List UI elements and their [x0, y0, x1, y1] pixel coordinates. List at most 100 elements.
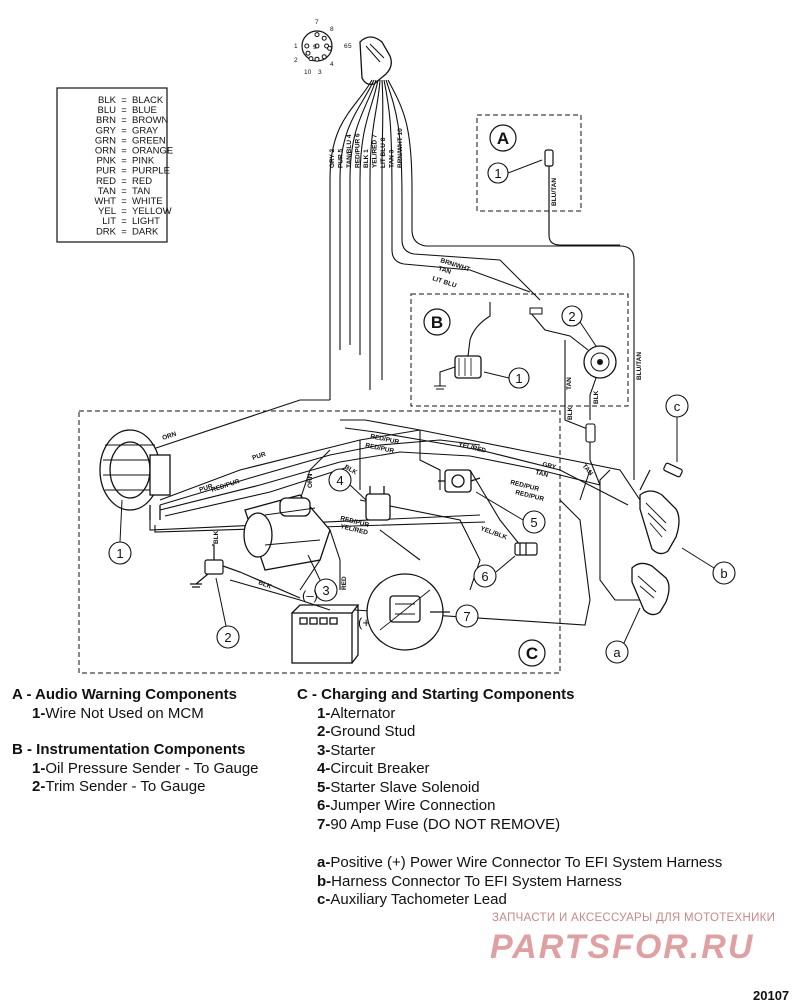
- legend-color: BROWN: [132, 115, 169, 126]
- section-c-item-text: Jumper Wire Connection: [330, 797, 496, 814]
- wiring-diagram: BLK=BLACKBLU=BLUEBRN=BROWNGRY=GRAYGRN=GR…: [56, 19, 736, 674]
- legend-code: LIT: [102, 216, 116, 227]
- section-b-item-number: 1-: [32, 759, 46, 777]
- connector-pin: [314, 43, 320, 49]
- section-b-item: 2-Trim Sender - To Gauge: [12, 778, 292, 797]
- connector-pin: [314, 56, 320, 62]
- section-a-title: A - Audio Warning Components: [12, 686, 237, 703]
- legend-color: YELLOW: [132, 206, 172, 217]
- section-c-item-text: Starter: [330, 741, 376, 759]
- legend-separator: =: [121, 186, 127, 197]
- connector-note-letter: a-: [317, 854, 331, 871]
- connector-note-text: Positive (+) Power Wire Connector To EFI…: [330, 854, 723, 871]
- watermark-logo: PARTSFOR.RU: [488, 926, 788, 971]
- legend-code: WHT: [94, 196, 116, 207]
- wire-label-yel-blk: YEL/BLK: [479, 525, 508, 541]
- efi-power-connector: [631, 562, 670, 616]
- section-c-wiring: [149, 399, 641, 626]
- connector-note-text: Auxiliary Tachometer Lead: [330, 891, 507, 908]
- battery: [291, 604, 360, 664]
- legend-code: PNK: [96, 156, 116, 167]
- battery-negative: (–): [302, 588, 318, 603]
- legend-color: PINK: [132, 156, 155, 167]
- wire-label-blk: BLK: [567, 406, 574, 420]
- tan-connector: [564, 340, 601, 486]
- wire-label-orn: ORN: [161, 431, 177, 442]
- connector-pin-number: 6: [344, 43, 348, 50]
- svg-text:PARTSFOR.RU: PARTSFOR.RU: [490, 928, 754, 966]
- section-b-item: 1-Oil Pressure Sender - To Gauge: [12, 760, 292, 779]
- harness-wire-label: BLK 1: [363, 149, 370, 168]
- section-c-title: C - Charging and Starting Components: [297, 686, 575, 703]
- legend-separator: =: [121, 115, 127, 126]
- harness-wire-label: LIT BLU 8: [380, 137, 387, 168]
- harness-wire-label: TAN 3: [389, 149, 396, 168]
- section-b-title: B - Instrumentation Components: [12, 741, 246, 758]
- connector-pin: [327, 45, 333, 51]
- section-a-item-number: 1-: [32, 704, 46, 722]
- captions-right-column: C - Charging and Starting Components 1-A…: [297, 686, 797, 834]
- section-c-item-number: 5-: [317, 778, 331, 796]
- wire-label-blu-tan-b: BLU/TAN: [636, 352, 643, 380]
- harness-wire-label: PUR 5: [338, 148, 345, 168]
- connector-pin: [321, 35, 327, 41]
- legend-color: LIGHT: [132, 216, 160, 227]
- section-c-item: 3-Starter: [297, 742, 797, 761]
- callout-c1: 1: [116, 546, 123, 561]
- connector-note: a-Positive (+) Power Wire Connector To E…: [317, 854, 797, 873]
- legend-color: ORANGE: [132, 146, 173, 157]
- wire-label-tan: TAN: [437, 265, 452, 276]
- callout-c5: 5: [530, 515, 537, 530]
- harness-wire-label: GRY 2: [329, 148, 336, 168]
- section-b-item-text: Oil Pressure Sender - To Gauge: [45, 759, 259, 777]
- legend-code: DRK: [96, 226, 117, 237]
- legend-code: PUR: [96, 166, 116, 177]
- callout-a1: 1: [494, 166, 501, 181]
- section-b-box: B 1 2 TAN BLK BLU/TAN: [410, 293, 643, 420]
- legend-color: RED: [132, 176, 152, 187]
- connector-pin-number: 5: [348, 43, 352, 50]
- connector-pin: [314, 32, 320, 38]
- connector-note-letter: c-: [317, 891, 331, 908]
- harness-wire-label: BRN/WHT 10: [397, 128, 404, 168]
- connector-note-text: Harness Connector To EFI System Harness: [331, 872, 622, 890]
- legend-code: GRY: [96, 125, 117, 136]
- callout-b: b: [720, 566, 727, 581]
- callout-c: c: [674, 399, 681, 414]
- wire-label-blk: BLK: [257, 579, 272, 590]
- connector-pin-number: 1: [294, 43, 298, 50]
- watermark-tagline: ЗАПЧАСТИ И АКСЕССУАРЫ ДЛЯ МОТОТЕХНИКИ: [492, 912, 776, 924]
- legend-separator: =: [121, 156, 127, 167]
- legend-code: BRN: [96, 115, 116, 126]
- figure-code: 20107: [753, 988, 790, 1003]
- section-b-letter: B: [431, 313, 443, 332]
- legend-color: GREEN: [132, 135, 166, 146]
- legend-code: ORN: [95, 146, 116, 157]
- section-c-item-number: 4-: [317, 760, 331, 777]
- connector-note: c-Auxiliary Tachometer Lead: [317, 891, 797, 910]
- section-c-item-text: 90 Amp Fuse (DO NOT REMOVE): [330, 815, 561, 833]
- callout-b1: 1: [515, 371, 522, 386]
- wire-label-orn: ORN: [307, 473, 314, 488]
- connector-pin-number: 7: [315, 19, 319, 26]
- legend-separator: =: [121, 196, 127, 207]
- section-c-box: C: [78, 410, 561, 674]
- callout-c6: 6: [481, 569, 488, 584]
- legend-separator: =: [121, 95, 127, 106]
- connector-pin: [304, 43, 310, 49]
- starter-motor: [243, 494, 331, 571]
- legend-code: RED: [96, 176, 116, 187]
- legend-color: BLUE: [132, 105, 157, 116]
- wire-label-blk: BLK: [213, 530, 220, 544]
- section-c-item: 5-Starter Slave Solenoid: [297, 779, 797, 798]
- section-c-item-number: 7-: [317, 815, 331, 833]
- legend-separator: =: [121, 216, 127, 227]
- section-c-item-number: 3-: [317, 741, 331, 759]
- section-c-item: 7-90 Amp Fuse (DO NOT REMOVE): [297, 816, 797, 835]
- legend-code: BLK: [98, 95, 117, 106]
- connector-pin-number: 8: [330, 26, 334, 33]
- callout-c3: 3: [322, 583, 329, 598]
- legend-color: WHITE: [132, 196, 163, 207]
- connector-note: b-Harness Connector To EFI System Harnes…: [317, 873, 797, 892]
